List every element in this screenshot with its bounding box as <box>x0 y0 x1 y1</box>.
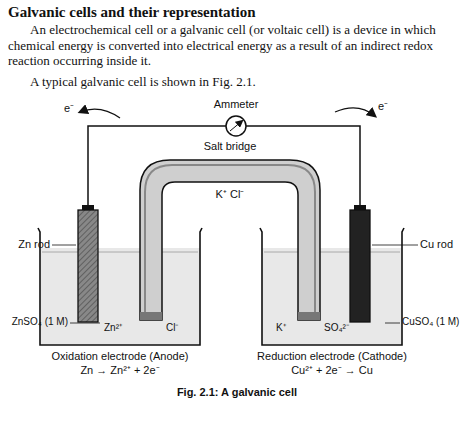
solution-label: CuSO₄ (1 M) <box>402 316 459 328</box>
reaction-label: Zn → Zn²⁺ + 2e⁻ <box>80 364 159 377</box>
ion-label: SO₄²⁻ <box>324 322 349 334</box>
paragraph: An electrochemical cell or a galvanic ce… <box>8 22 466 69</box>
electron-label: e⁻ <box>64 102 74 115</box>
ion-label: Zn²⁺ <box>104 322 122 334</box>
reaction-label: Cu²⁺ + 2e⁻ → Cu <box>291 364 373 377</box>
paragraph: A typical galvanic cell is shown in Fig.… <box>30 74 256 90</box>
part-label: Cu rod <box>420 238 453 251</box>
ion-label: K⁺ Cl⁻ <box>216 188 245 201</box>
ion-label: K⁺ <box>276 322 286 334</box>
figure-caption: Fig. 2.1: A galvanic cell <box>177 386 297 399</box>
part-label: Zn rod <box>18 238 50 251</box>
heading: Galvanic cells and their representation <box>8 3 256 21</box>
electrode-label: Oxidation electrode (Anode) <box>52 350 189 363</box>
electrode-label: Reduction electrode (Cathode) <box>257 350 407 363</box>
solution-label: ZnSO₄ (1 M) <box>12 316 68 328</box>
part-label: Salt bridge <box>204 140 257 153</box>
electron-label: e⁻ <box>378 100 388 113</box>
ion-label: Cl⁻ <box>166 322 178 334</box>
part-label: Ammeter <box>214 98 259 111</box>
